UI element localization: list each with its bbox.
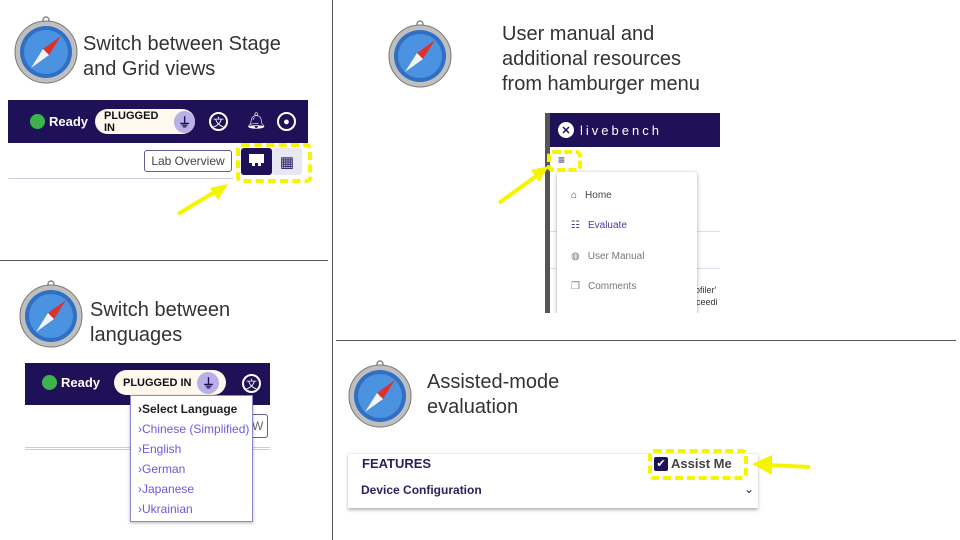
status-ready: Ready	[30, 114, 88, 129]
caption-manual: User manual and additional resources fro…	[502, 22, 700, 97]
highlight-box	[648, 449, 748, 480]
assist-me-toggle[interactable]: ✔ Assist Me	[654, 456, 732, 471]
plugged-in-badge[interactable]: PLUGGED IN ⏚	[114, 370, 226, 395]
stage-view-button[interactable]	[241, 148, 272, 175]
features-heading: FEATURES	[362, 456, 432, 471]
menu-label: Evaluate	[587, 220, 627, 232]
menu-item-user-manual[interactable]: ◍ User Manual	[557, 241, 697, 272]
right-horizontal-divider	[336, 340, 956, 341]
caption-assist: Assisted-mode evaluation	[427, 370, 559, 420]
home-icon: ⌂	[571, 189, 578, 201]
lab-overview-button-partial[interactable]: W	[240, 414, 268, 438]
status-dot-icon	[30, 114, 45, 129]
language-option-german[interactable]: ›German	[138, 462, 186, 476]
left-horizontal-divider	[0, 260, 328, 261]
arrow-icon	[497, 166, 549, 205]
status-label: Ready	[61, 375, 101, 390]
caption-line: languages	[90, 324, 183, 346]
assist-me-label: Assist Me	[671, 456, 732, 471]
caption-line: from hamburger menu	[502, 73, 700, 95]
caption-languages: Switch between languages	[90, 298, 230, 348]
language-option-ukrainian[interactable]: ›Ukrainian	[138, 502, 193, 516]
chevron-down-icon[interactable]: ⌄	[743, 482, 754, 496]
comments-icon: ❐	[571, 281, 580, 293]
arrow-icon	[752, 455, 811, 475]
caption-line: evaluation	[427, 396, 519, 418]
background-text: ceedi	[696, 297, 718, 307]
caption-line: additional resources	[502, 48, 681, 70]
features-card: FEATURES Device Configuration ⌄ ✔ Assist…	[348, 453, 758, 508]
arrow-icon	[176, 184, 228, 216]
menu-item-comments[interactable]: ❐ Comments	[557, 272, 697, 303]
caption-line: User manual and	[502, 23, 655, 45]
plugged-in-badge[interactable]: PLUGGED IN ⏚	[95, 109, 195, 134]
compass-icon	[14, 16, 78, 84]
menu-label: User Manual	[587, 250, 645, 262]
language-option-japanese[interactable]: ›Japanese	[138, 482, 195, 496]
language-dropdown: ›Select Language ›Chinese (Simplified) ›…	[130, 395, 253, 522]
background-text: rofiler'	[692, 285, 717, 295]
caption-line: Switch between Stage	[83, 33, 281, 55]
caption-line: Switch between	[90, 299, 231, 321]
device-configuration-item[interactable]: Device Configuration	[361, 483, 482, 497]
hamburger-menu-button[interactable]: ≡	[558, 153, 566, 167]
menu-label: Comments	[587, 281, 637, 293]
app-screenshot: ✕ livebench ≡ rofiler' ceedi ⌂ Home ☷ Eval…	[545, 113, 720, 313]
compass-icon	[19, 280, 83, 348]
compass-icon	[388, 20, 452, 88]
caption-line: Assisted-mode	[427, 371, 560, 393]
user-icon[interactable]: ●	[277, 112, 296, 131]
partial-label: W	[252, 419, 264, 433]
plug-icon: ⏚	[197, 371, 220, 394]
plugged-label: PLUGGED IN	[123, 376, 192, 389]
grid-view-button[interactable]: ▦	[272, 148, 302, 175]
status-label: Ready	[49, 114, 89, 129]
globe-icon: ◍	[571, 250, 580, 262]
lab-overview-label: Lab Overview	[151, 154, 225, 168]
caption-stage-grid: Switch between Stage and Grid views	[83, 32, 281, 82]
menu-label: Home	[585, 189, 612, 201]
plug-icon: ⏚	[174, 110, 195, 133]
language-option-chinese[interactable]: ›Chinese (Simplified)	[138, 422, 250, 436]
vertical-divider	[332, 0, 333, 540]
hamburger-dropdown: ⌂ Home ☷ Evaluate ◍ User Manual ❐ Comments	[557, 172, 697, 313]
brand-name: livebench	[580, 122, 662, 138]
menu-item-home[interactable]: ⌂ Home	[557, 180, 697, 211]
language-option-english[interactable]: ›English	[138, 442, 182, 456]
status-dot-icon	[42, 375, 57, 390]
language-header: ›Select Language	[138, 402, 238, 416]
menu-item-evaluate[interactable]: ☷ Evaluate	[557, 211, 697, 242]
separator	[8, 178, 233, 179]
language-icon[interactable]: 文	[242, 374, 261, 393]
bell-icon[interactable]: 🔔︎	[246, 113, 267, 130]
livebench-logo-icon: ✕	[558, 122, 574, 138]
language-icon[interactable]: 文	[209, 112, 228, 131]
assist-me-checkbox[interactable]: ✔	[654, 456, 668, 471]
caption-line: and Grid views	[83, 58, 216, 80]
highlight-box	[236, 143, 312, 183]
lab-overview-button[interactable]: Lab Overview	[144, 150, 232, 172]
compass-icon	[348, 360, 412, 428]
status-ready: Ready	[42, 375, 100, 390]
plugged-label: PLUGGED IN	[104, 109, 159, 134]
highlight-box	[547, 150, 582, 172]
evaluate-icon: ☷	[571, 220, 580, 232]
